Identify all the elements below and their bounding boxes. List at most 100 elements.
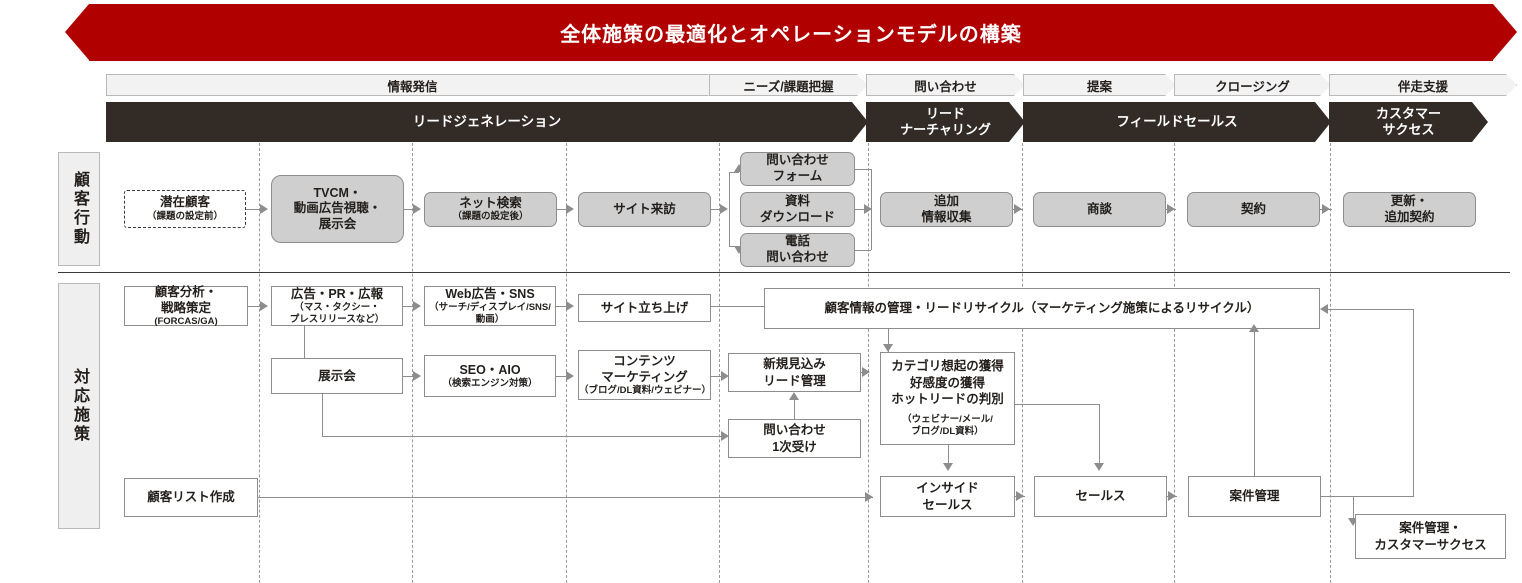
arrow-right-icon bbox=[413, 370, 421, 381]
box-subtitle: （課題の設定前） bbox=[146, 210, 223, 222]
column-divider bbox=[1022, 143, 1023, 583]
box-title-line2: マーケティング bbox=[601, 369, 688, 384]
phase-label: フィールドセールス bbox=[1116, 113, 1238, 129]
phase-label-line2: ナーチャリング bbox=[900, 122, 991, 137]
banner-left-arrow-tip bbox=[65, 4, 89, 60]
measure-site-launch[interactable]: サイト立ち上げ bbox=[578, 294, 711, 322]
connector bbox=[729, 172, 739, 173]
box-title-line2: 戦略策定 bbox=[160, 300, 211, 315]
box-title-line1: インサイド bbox=[916, 481, 979, 496]
measure-advertising-pr[interactable]: 広告・PR・広報 （マス・タクシー・ プレスリリースなど） bbox=[271, 286, 403, 326]
phase-label-line2: サクセス bbox=[1382, 122, 1435, 137]
stage-label: ニーズ/課題把握 bbox=[743, 79, 834, 94]
stage-joho-hasshin[interactable]: 情報発信 bbox=[106, 74, 719, 96]
box-subtitle-line2: ブログ/DL資料） bbox=[911, 426, 984, 438]
column-divider bbox=[259, 143, 260, 583]
behavior-site-visit[interactable]: サイト来訪 bbox=[578, 192, 711, 227]
behavior-additional-info[interactable]: 追加 情報収集 bbox=[880, 192, 1013, 227]
measure-category-recall-hotlead[interactable]: カテゴリ想起の獲得 好感度の獲得 ホットリードの判別 （ウェビナー/メール/ ブ… bbox=[880, 352, 1015, 445]
box-title-line1: 問い合わせ bbox=[766, 153, 829, 168]
arrow-right-icon bbox=[566, 370, 574, 381]
arrow-down-icon bbox=[882, 344, 893, 352]
behavior-tvcm-video-expo[interactable]: TVCM・ 動画広告視聴・ 展示会 bbox=[271, 175, 404, 243]
measure-exhibition[interactable]: 展示会 bbox=[271, 358, 403, 394]
measure-deal-management-customer-success[interactable]: 案件管理・ カスタマーサクセス bbox=[1355, 514, 1506, 559]
connector bbox=[855, 250, 871, 251]
measure-new-prospect-lead-management[interactable]: 新規見込み リード管理 bbox=[728, 353, 861, 392]
stage-toiawase[interactable]: 問い合わせ bbox=[866, 74, 1025, 96]
behavior-contract[interactable]: 契約 bbox=[1187, 192, 1320, 227]
stage-closing[interactable]: クロージング bbox=[1174, 74, 1331, 96]
measure-customer-analysis-strategy[interactable]: 顧客分析・ 戦略策定 (FORCAS/GA) bbox=[124, 285, 248, 328]
arrow-right-icon bbox=[566, 203, 574, 214]
stage-bansou-shien[interactable]: 伴走支援 bbox=[1329, 74, 1517, 96]
connector bbox=[248, 306, 260, 307]
box-title-line2: 好感度の獲得 bbox=[909, 375, 985, 390]
box-title: 契約 bbox=[1240, 201, 1266, 216]
box-title-line2: 追加契約 bbox=[1384, 209, 1435, 224]
box-title: 案件管理 bbox=[1229, 489, 1280, 504]
phase-customer-success: カスタマー サクセス bbox=[1329, 102, 1488, 142]
box-title-line1: 新規見込み bbox=[763, 357, 826, 372]
box-title-line1: 更新・ bbox=[1390, 193, 1429, 208]
behavior-net-search[interactable]: ネット検索 （課題の設定後） bbox=[424, 192, 557, 227]
box-title-line3: ホットリードの判別 bbox=[891, 391, 1004, 406]
measure-seo-aio[interactable]: SEO・AIO （検索エンジン対策） bbox=[424, 355, 556, 397]
banner-title: 全体施策の最適化とオペレーションモデルの構築 bbox=[560, 24, 1022, 46]
box-subtitle-line2: 動画） bbox=[475, 314, 505, 326]
stage-needs-kadai[interactable]: ニーズ/課題把握 bbox=[709, 74, 868, 96]
column-divider bbox=[412, 143, 413, 583]
box-title-line1: TVCM・ bbox=[313, 185, 362, 200]
box-title: Web広告・SNS bbox=[445, 286, 535, 301]
connector bbox=[322, 436, 721, 437]
measure-customer-info-lead-recycle[interactable]: 顧客情報の管理・リードリサイクル（マーケティング施策によるリサイクル） bbox=[764, 288, 1320, 329]
arrow-right-icon bbox=[260, 300, 268, 311]
box-title-line1: 案件管理・ bbox=[1399, 521, 1462, 536]
box-subtitle-line2: プレスリリースなど） bbox=[289, 314, 385, 326]
behavior-renewal-additional-contract[interactable]: 更新・ 追加契約 bbox=[1343, 192, 1476, 227]
row-label-measures: 対応施策 bbox=[58, 283, 100, 529]
stage-label: クロージング bbox=[1215, 79, 1290, 94]
stage-label: 問い合わせ bbox=[914, 79, 977, 94]
box-title: サイト立ち上げ bbox=[600, 300, 689, 315]
connector bbox=[711, 209, 720, 210]
box-title-line2: ダウンロード bbox=[759, 209, 835, 224]
behavior-business-negotiation[interactable]: 商談 bbox=[1033, 192, 1166, 227]
measure-content-marketing[interactable]: コンテンツ マーケティング （ブログ/DL資料/ウェビナー） bbox=[578, 350, 711, 400]
measure-sales[interactable]: セールス bbox=[1034, 476, 1167, 517]
box-title-line2: 問い合わせ bbox=[766, 250, 829, 264]
box-title-line1: コンテンツ bbox=[613, 353, 676, 368]
behavior-document-download[interactable]: 資料 ダウンロード bbox=[740, 192, 855, 227]
connector bbox=[855, 209, 871, 210]
measure-web-ad-sns[interactable]: Web広告・SNS （サーチ/ディスプレイ/SNS/ 動画） bbox=[424, 286, 556, 326]
connector bbox=[557, 209, 566, 210]
arrow-right-icon bbox=[566, 300, 574, 311]
measure-inquiry-first-reception[interactable]: 問い合わせ 1次受け bbox=[728, 419, 861, 458]
behavior-inquiry-form[interactable]: 問い合わせ フォーム bbox=[740, 152, 855, 186]
measure-deal-management[interactable]: 案件管理 bbox=[1188, 476, 1321, 517]
box-title-line2: 1次受け bbox=[772, 439, 817, 454]
behavior-potential-customer[interactable]: 潜在顧客 （課題の設定前） bbox=[124, 190, 246, 228]
measure-customer-list-creation[interactable]: 顧客リスト作成 bbox=[124, 478, 258, 517]
column-divider bbox=[1330, 143, 1331, 583]
behavior-phone-inquiry[interactable]: 電話 問い合わせ bbox=[740, 233, 855, 267]
arrow-right-icon bbox=[864, 203, 872, 214]
stage-label: 伴走支援 bbox=[1397, 79, 1448, 94]
box-title: 顧客リスト作成 bbox=[147, 490, 235, 505]
box-title-line1: 資料 bbox=[784, 193, 810, 208]
box-title: SEO・AIO bbox=[459, 362, 521, 377]
stage-teian[interactable]: 提案 bbox=[1023, 74, 1176, 96]
box-subtitle: (FORCAS/GA) bbox=[154, 316, 218, 328]
box-title-line1: 追加 bbox=[933, 193, 959, 208]
arrow-down-icon bbox=[1347, 518, 1358, 526]
arrow-left-icon bbox=[1320, 303, 1328, 314]
connector bbox=[794, 400, 795, 419]
box-title-line1: 問い合わせ bbox=[763, 423, 826, 438]
connector bbox=[556, 306, 566, 307]
stage-label: 情報発信 bbox=[387, 79, 438, 94]
row-label-text: 対応施策 bbox=[71, 368, 88, 444]
connector bbox=[1353, 496, 1354, 524]
measure-inside-sales[interactable]: インサイド セールス bbox=[880, 476, 1015, 517]
arrow-right-icon bbox=[1167, 203, 1175, 214]
column-divider bbox=[566, 143, 567, 583]
